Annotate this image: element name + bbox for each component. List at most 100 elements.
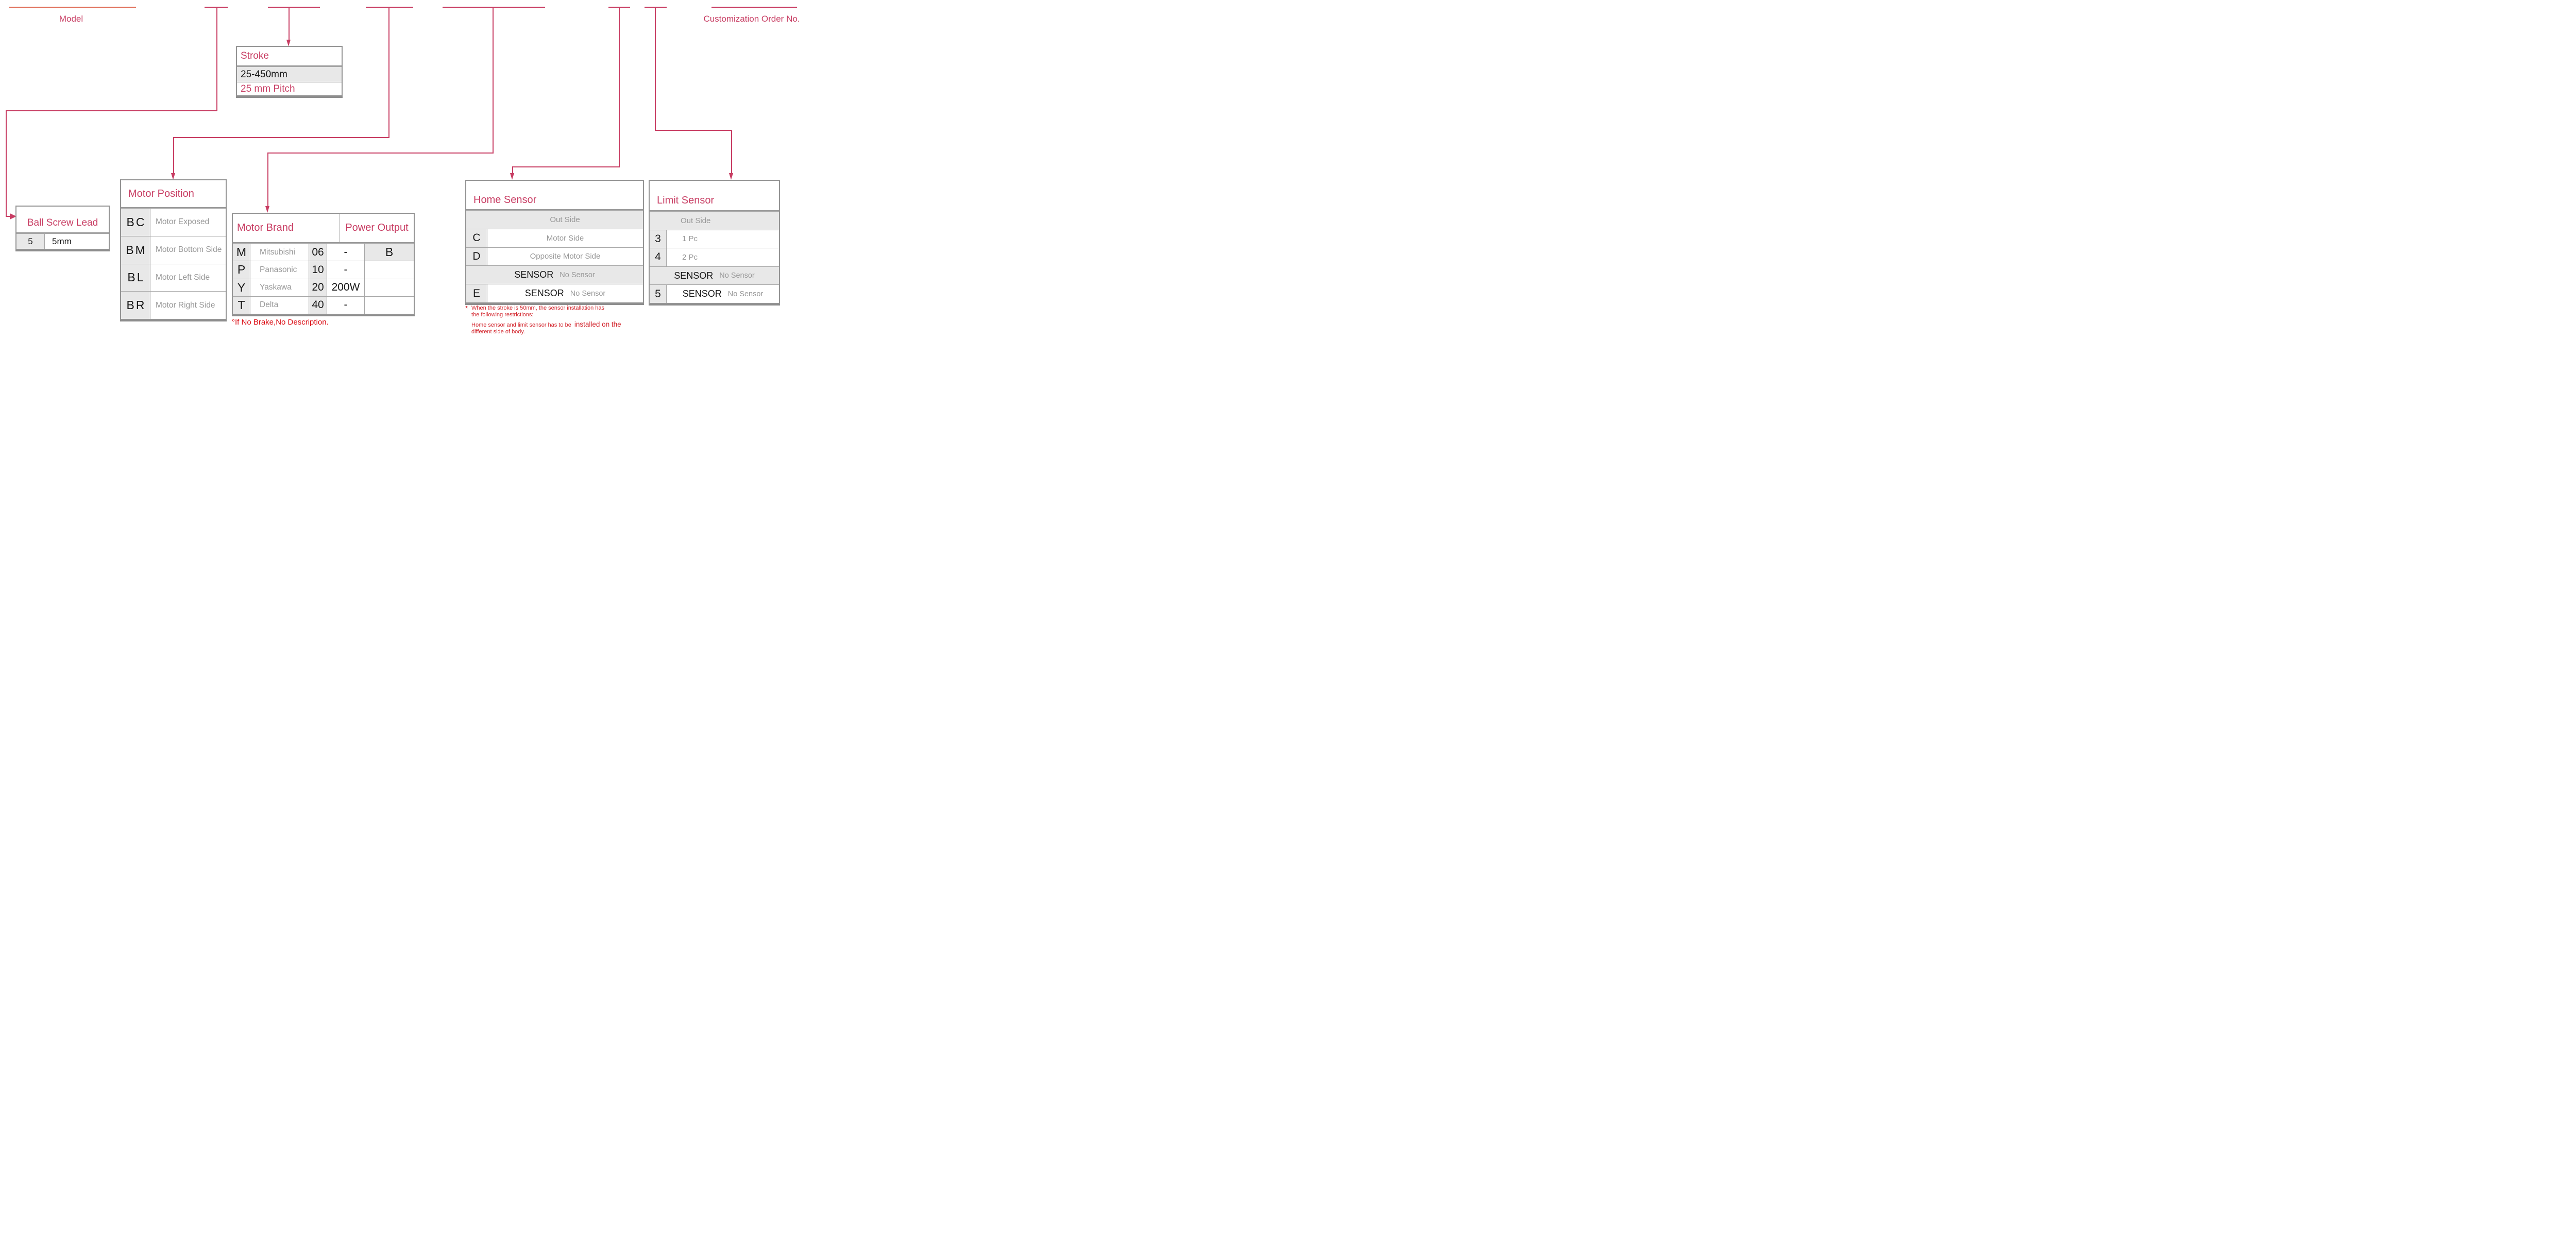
motor-brand-code: Y [233, 279, 250, 296]
motor-position-desc: Motor Exposed [156, 217, 210, 227]
home-no-sensor-label: No Sensor [570, 289, 606, 298]
home-sensor-option: SENSOR [524, 288, 564, 299]
home-sensor-title: Home Sensor [466, 181, 643, 210]
brake-code: B [365, 244, 414, 261]
motor-brand-name: Mitsubishi [250, 244, 309, 261]
home-sensor-code: C [466, 229, 487, 247]
power-num: 10 [309, 261, 327, 279]
table-row: T Delta 40 - [233, 296, 414, 314]
arrow-stroke-icon [286, 40, 291, 46]
connector-motorbrand-h [267, 152, 494, 154]
model-label: Model [59, 14, 83, 24]
model-underline-segment-2 [205, 7, 228, 8]
motor-brand-name: Yaskawa [250, 279, 309, 296]
arrow-ballscrew-icon [10, 213, 16, 219]
power-value: 200W [327, 279, 365, 296]
restriction-note-line1: When the stroke is 50mm, the sensor inst… [471, 305, 605, 311]
brake-code [365, 279, 414, 296]
motor-position-code: BR [121, 292, 150, 319]
home-sensor-box: Home Sensor Out Side C Motor Side D Oppo… [465, 180, 644, 303]
connector-limitsensor-v1 [655, 7, 656, 131]
motor-position-code: BL [121, 264, 150, 292]
table-row: BL Motor Left Side [121, 263, 226, 292]
motor-brand-title: Motor Brand [237, 222, 294, 233]
model-underline-segment-8 [711, 7, 797, 8]
motor-position-title: Motor Position [121, 180, 226, 208]
limit-sensor-code: 4 [650, 248, 667, 266]
arrow-homesensor-icon [510, 173, 514, 180]
connector-motorpos-v1 [388, 7, 389, 138]
motor-brand-name: Panasonic [250, 261, 309, 279]
model-underline-segment-7 [645, 7, 667, 8]
ball-screw-lead-box: Ball Screw Lead 5 5mm [15, 206, 110, 250]
home-sensor-option: SENSOR [514, 269, 554, 280]
ball-screw-code: 5 [16, 234, 45, 249]
connector-motorbrand-v2 [267, 152, 268, 207]
connector-motorbrand-v1 [493, 7, 494, 154]
limit-sensor-code: 3 [650, 230, 667, 248]
brake-code [365, 261, 414, 278]
motor-position-box: Motor Position BC Motor Exposed BM Motor… [120, 179, 227, 320]
brake-code [365, 297, 414, 314]
home-sensor-desc: Motor Side [546, 233, 584, 243]
brake-note: °If No Brake,No Description. [232, 318, 329, 327]
power-value: - [327, 296, 365, 314]
stroke-range: 25-450mm [241, 69, 287, 80]
motor-position-desc: Motor Bottom Side [156, 245, 222, 255]
connector-ballscrew-v1 [216, 7, 217, 111]
stroke-title: Stroke [237, 47, 342, 66]
stroke-pitch: 25 mm Pitch [241, 83, 295, 94]
power-num: 40 [309, 296, 327, 314]
power-value: - [327, 261, 365, 279]
limit-sensor-title: Limit Sensor [650, 181, 779, 211]
power-num: 20 [309, 279, 327, 296]
ball-screw-lead-title: Ball Screw Lead [16, 207, 109, 233]
motor-position-desc: Motor Left Side [156, 273, 210, 282]
ball-screw-value: 5mm [52, 236, 72, 246]
home-sensor-code: D [466, 247, 487, 266]
motor-position-code: BC [121, 209, 150, 236]
model-underline-segment-5 [443, 7, 545, 8]
power-value: - [327, 244, 365, 261]
connector-stroke-v [289, 7, 290, 40]
table-row: P Panasonic 10 - [233, 261, 414, 279]
table-row: SENSOR No Sensor [650, 266, 779, 285]
customization-order-label: Customization Order No. [703, 14, 800, 24]
limit-sensor-option: SENSOR [674, 270, 714, 281]
model-underline-segment-1 [9, 7, 136, 8]
model-underline-segment-3 [268, 7, 320, 8]
home-outside-label: Out Side [550, 215, 580, 224]
limit-sensor-box: Limit Sensor Out Side 3 1 Pc 4 2 Pc SENS… [649, 180, 780, 304]
table-row: M Mitsubishi 06 - B [233, 243, 414, 261]
motor-brand-box: Motor Brand Power Output M Mitsubishi 06… [232, 213, 415, 315]
limit-sensor-option: SENSOR [682, 289, 722, 299]
table-row: E SENSOR No Sensor [466, 284, 643, 302]
power-output-title: Power Output [340, 214, 414, 242]
arrow-motorpos-icon [171, 173, 175, 180]
table-row: 3 1 Pc [650, 229, 779, 248]
connector-homesensor-v2 [512, 166, 513, 174]
table-row: D Opposite Motor Side [466, 247, 643, 266]
limit-sensor-desc: 1 Pc [682, 234, 698, 244]
restriction-note: When the stroke is 50mm, the sensor inst… [471, 305, 626, 335]
table-row: BC Motor Exposed [121, 208, 226, 236]
limit-outside-label: Out Side [681, 216, 711, 225]
table-row: 4 2 Pc [650, 248, 779, 266]
restriction-note-line4: different side of body. [471, 328, 526, 335]
motor-position-code: BM [121, 236, 150, 264]
motor-brand-code: T [233, 296, 250, 314]
limit-no-sensor-label: No Sensor [727, 290, 764, 298]
connector-limitsensor-h [655, 130, 732, 131]
home-no-sensor-label: No Sensor [560, 270, 595, 279]
model-underline-segment-4 [366, 7, 413, 8]
motor-position-desc: Motor Right Side [156, 300, 215, 310]
motor-brand-name: Delta [250, 296, 309, 314]
restriction-note-line2: the following restrictions: [471, 311, 534, 318]
limit-no-sensor-label: No Sensor [719, 272, 755, 280]
table-row: Y Yaskawa 20 200W [233, 278, 414, 296]
stroke-box: Stroke 25-450mm 25 mm Pitch [236, 46, 343, 96]
arrow-limitsensor-icon [729, 173, 733, 180]
arrow-motorbrand-icon [265, 206, 269, 213]
ordering-code-diagram: Model Customization Order No. Stroke 25-… [0, 0, 808, 361]
